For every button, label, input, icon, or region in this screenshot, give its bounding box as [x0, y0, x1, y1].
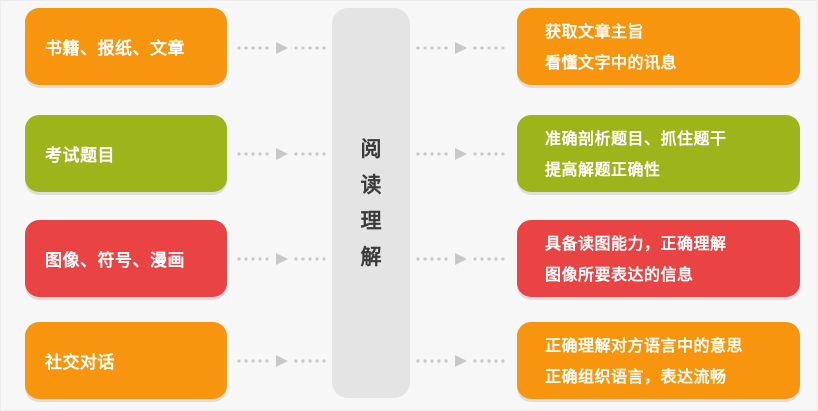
right-box-image-reading: 具备读图能力，正确理解 图像所要表达的信息 — [517, 220, 800, 297]
left-box-exam-label: 考试题目 — [45, 146, 115, 166]
left-box-images: 图像、符号、漫画 — [25, 220, 227, 297]
right-box-communication-line2: 正确组织语言，表达流畅 — [545, 366, 727, 386]
center-char-2: 读 — [360, 173, 382, 197]
arrow-left-2 — [237, 148, 326, 160]
left-box-social: 社交对话 — [25, 322, 227, 399]
center-column: 阅 读 理 解 — [332, 8, 410, 398]
right-box-exam-analysis-line2: 提高解题正确性 — [545, 159, 661, 179]
center-char-1: 阅 — [360, 137, 382, 161]
right-box-main-idea-line2: 看懂文字中的讯息 — [545, 52, 678, 72]
left-box-images-label: 图像、符号、漫画 — [45, 251, 185, 271]
arrow-left-4 — [237, 355, 326, 367]
center-char-3: 理 — [360, 209, 382, 233]
left-box-exam: 考试题目 — [25, 115, 227, 192]
left-box-books: 书籍、报纸、文章 — [25, 8, 227, 85]
right-box-image-reading-line2: 图像所要表达的信息 — [545, 264, 694, 284]
right-box-main-idea: 获取文章主旨 看懂文字中的讯息 — [517, 8, 800, 85]
right-box-exam-analysis: 准确剖析题目、抓住题干 提高解题正确性 — [517, 115, 800, 192]
arrow-right-3 — [416, 253, 505, 265]
arrow-left-3 — [237, 253, 326, 265]
right-box-communication-line1: 正确理解对方语言中的意思 — [545, 335, 744, 355]
right-box-main-idea-line1: 获取文章主旨 — [545, 21, 645, 41]
right-box-image-reading-line1: 具备读图能力，正确理解 — [545, 233, 727, 253]
arrow-right-2 — [416, 148, 505, 160]
center-char-4: 解 — [360, 245, 382, 269]
arrow-left-1 — [237, 42, 326, 54]
left-box-books-label: 书籍、报纸、文章 — [45, 39, 185, 59]
arrow-right-4 — [416, 355, 505, 367]
arrow-right-1 — [416, 42, 505, 54]
right-box-exam-analysis-line1: 准确剖析题目、抓住题干 — [545, 128, 727, 148]
right-box-communication: 正确理解对方语言中的意思 正确组织语言，表达流畅 — [517, 322, 800, 399]
left-box-social-label: 社交对话 — [45, 353, 115, 373]
